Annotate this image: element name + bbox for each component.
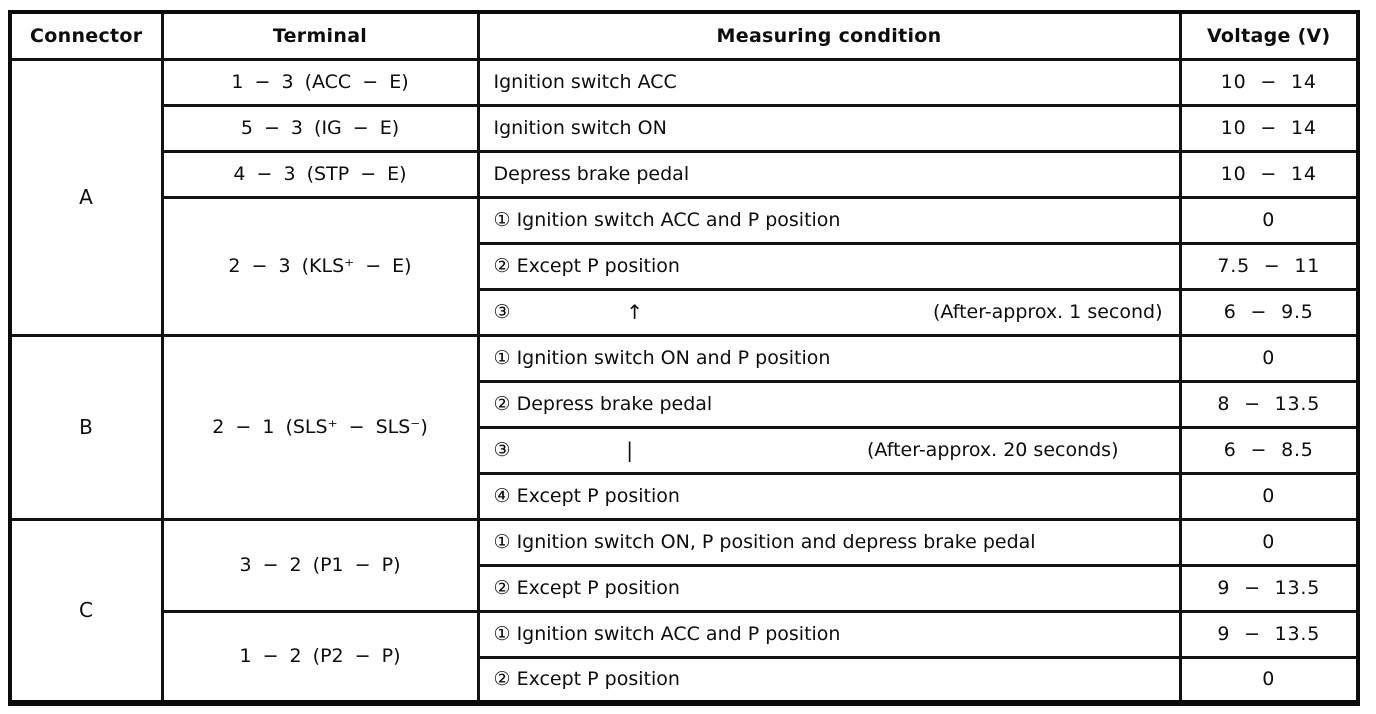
ditto-mark-icon: | — [626, 438, 634, 462]
terminal-cell: 3 − 2 (P1 − P) — [160, 517, 480, 613]
table-row: B 2 − 1 (SLS⁺ − SLS⁻) ① Ignition switch … — [8, 333, 1360, 521]
table-row: 1 − 2 (P2 − P) ① Ignition switch ACC and… — [10, 609, 1360, 705]
terminal-cell: 1 − 3 (ACC − E) — [160, 57, 480, 107]
voltage-cell: 9 − 13.5 — [1178, 563, 1360, 613]
terminal-cell: 2 − 1 (SLS⁺ − SLS⁻) — [160, 333, 480, 521]
col-header-measuring-condition: Measuring condition — [476, 10, 1182, 61]
condition-cell: ① Ignition switch ACC and P position — [476, 609, 1182, 659]
voltage-cell: 10 − 14 — [1178, 57, 1360, 107]
table-row: 2 − 3 (KLS⁺ − E) ① Ignition switch ACC a… — [10, 195, 1360, 337]
table-row: ③ | (After-approx. 20 seconds) 6 − 8.5 — [10, 425, 1360, 475]
voltage-cell: 10 − 14 — [1178, 149, 1360, 199]
condition-note: (After-approx. 1 second) — [932, 301, 1163, 323]
condition-cell: ③ | (After-approx. 20 seconds) — [476, 425, 1182, 475]
voltage-cell: 9 − 13.5 — [1178, 609, 1360, 659]
table-row: 4 − 3 (STP − E) Depress brake pedal 10 −… — [10, 149, 1360, 199]
voltage-cell: 0 — [1178, 655, 1360, 705]
condition-cell: ③ ↑ (After-approx. 1 second) — [476, 287, 1182, 337]
terminal-cell: 5 − 3 (IG − E) — [160, 103, 480, 153]
voltage-cell: 6 − 9.5 — [1178, 287, 1360, 337]
table-row: ③ ↑ (After-approx. 1 second) 6 − 9.5 — [10, 287, 1360, 337]
voltage-cell: 0 — [1178, 333, 1360, 383]
table-row: ② Except P position 0 — [10, 655, 1360, 705]
voltage-cell: 8 − 13.5 — [1178, 379, 1360, 429]
condition-cell: ② Except P position — [476, 241, 1182, 291]
table-row: ④ Except P position 0 — [10, 471, 1360, 521]
condition-cell: ④ Except P position — [476, 471, 1182, 521]
voltage-cell: 0 — [1178, 471, 1360, 521]
col-header-voltage: Voltage (V) — [1178, 10, 1360, 61]
table-row: C 3 − 2 (P1 − P) ① Ignition switch ON, P… — [8, 517, 1360, 705]
voltage-cell: 7.5 − 11 — [1178, 241, 1360, 291]
voltage-cell: 0 — [1178, 195, 1360, 245]
col-header-connector: Connector — [8, 10, 164, 61]
condition-cell: ① Ignition switch ON, P position and dep… — [476, 517, 1182, 567]
voltage-cell: 0 — [1178, 517, 1360, 567]
col-header-terminal: Terminal — [160, 10, 480, 61]
terminal-cell: 2 − 3 (KLS⁺ − E) — [160, 195, 480, 337]
condition-cell: Ignition switch ACC — [476, 57, 1182, 107]
condition-cell: ② Except P position — [476, 655, 1182, 705]
condition-note: (After-approx. 20 seconds) — [867, 439, 1119, 461]
connector-cell: B — [8, 333, 164, 521]
ditto-up-arrow-icon: ↑ — [626, 300, 644, 324]
terminal-cell: 4 − 3 (STP − E) — [160, 149, 480, 199]
condition-cell: ② Except P position — [476, 563, 1182, 613]
table-row: ② Except P position 7.5 − 11 — [10, 241, 1360, 291]
terminal-cell: 1 − 2 (P2 − P) — [160, 609, 480, 705]
table-row: ② Except P position 9 − 13.5 — [10, 563, 1360, 613]
voltage-cell: 6 − 8.5 — [1178, 425, 1360, 475]
table-row: ② Depress brake pedal 8 − 13.5 — [10, 379, 1360, 429]
table-row: 5 − 3 (IG − E) Ignition switch ON 10 − 1… — [10, 103, 1360, 153]
connector-cell: A — [8, 57, 164, 337]
condition-cell: ① Ignition switch ON and P position — [476, 333, 1182, 383]
voltage-cell: 10 − 14 — [1178, 103, 1360, 153]
condition-marker: ③ — [493, 439, 511, 461]
condition-cell: Ignition switch ON — [476, 103, 1182, 153]
condition-cell: ② Depress brake pedal — [476, 379, 1182, 429]
voltage-spec-table: Connector Terminal Measuring condition V… — [8, 10, 1360, 706]
table-row: A 1 − 3 (ACC − E) Ignition switch ACC 10… — [8, 57, 1360, 337]
condition-cell: ① Ignition switch ACC and P position — [476, 195, 1182, 245]
connector-cell: C — [8, 517, 164, 705]
condition-cell: Depress brake pedal — [476, 149, 1182, 199]
condition-marker: ③ — [493, 301, 511, 323]
header-row: Connector Terminal Measuring condition V… — [8, 10, 1360, 61]
